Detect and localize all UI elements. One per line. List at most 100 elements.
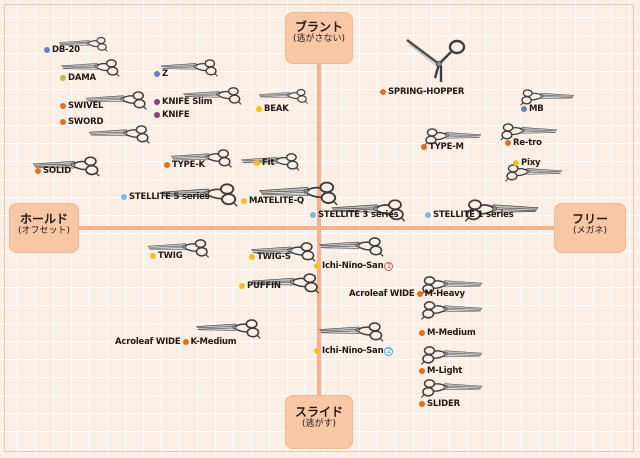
product-label-slider[interactable]: SLIDER xyxy=(419,399,460,409)
product-label-swivel[interactable]: SWIVEL xyxy=(60,101,103,111)
product-name: Re-tro xyxy=(513,138,542,148)
product-label-mb[interactable]: MB xyxy=(521,104,544,114)
product-image-dama xyxy=(60,58,120,81)
product-label-twig[interactable]: TWIG xyxy=(150,251,183,261)
product-image-m-medium xyxy=(420,300,484,324)
product-label-stellite-1[interactable]: STELLITE 1 series xyxy=(425,210,514,220)
knife-slim-scissors-icon xyxy=(182,87,242,105)
axis-top-title: ブラント xyxy=(294,20,343,34)
product-label-type-k[interactable]: TYPE-K xyxy=(164,160,205,170)
product-image-stellite-1 xyxy=(464,198,540,226)
product-category-dot xyxy=(154,99,160,105)
product-image-sword xyxy=(88,124,150,148)
m-medium-scissors-icon xyxy=(420,301,483,320)
axis-left-title: ホールド xyxy=(19,212,68,226)
product-name: M-Light xyxy=(427,366,463,376)
product-label-re-tro[interactable]: Re-tro xyxy=(505,138,542,148)
product-name: Fit xyxy=(262,158,275,168)
type-k-scissors-icon xyxy=(170,149,232,168)
product-label-spring-hopper[interactable]: SPRING-HOPPER xyxy=(380,87,464,97)
product-label-fit[interactable]: Fit xyxy=(254,158,274,168)
product-label-db-20[interactable]: DB-20 xyxy=(44,45,80,55)
type-m-scissors-icon xyxy=(424,128,482,146)
product-name: DAMA xyxy=(68,73,96,83)
product-category-dot xyxy=(419,368,425,374)
product-label-m-light[interactable]: M-Light xyxy=(419,366,462,376)
stellite-1-scissors-icon xyxy=(464,199,539,222)
twig-scissors-icon xyxy=(147,239,210,258)
product-name: KNIFE Slim xyxy=(162,97,213,107)
product-category-dot xyxy=(314,348,320,354)
stellite-3-scissors-icon xyxy=(331,199,406,222)
product-label-z[interactable]: Z xyxy=(154,69,168,79)
product-image-puffin xyxy=(250,272,320,298)
axis-label-bottom: スライド (逃がす) xyxy=(285,395,353,449)
product-label-dama[interactable]: DAMA xyxy=(60,73,96,83)
product-label-beak[interactable]: BEAK xyxy=(256,104,289,114)
product-label-sword[interactable]: SWORD xyxy=(60,117,104,127)
product-category-dot xyxy=(241,198,247,204)
mb-scissors-icon xyxy=(520,89,575,106)
m-light-scissors-icon xyxy=(420,346,483,365)
product-label-twig-s[interactable]: TWIG-S xyxy=(249,252,291,262)
product-category-dot xyxy=(380,89,386,95)
product-image-slider xyxy=(420,378,484,402)
product-name: STELLITE 3 series xyxy=(318,210,399,220)
vertical-axis xyxy=(317,55,321,405)
product-category-dot xyxy=(44,47,50,53)
product-label-solid[interactable]: SOLID xyxy=(35,166,71,176)
product-label-type-m[interactable]: TYPE-M xyxy=(421,142,464,152)
ichi-2-scissors-icon xyxy=(318,322,384,342)
product-label-stellite-5[interactable]: STELLITE 5 series xyxy=(121,192,210,202)
axis-label-top: ブラント (逃がさない) xyxy=(285,12,353,64)
axis-bottom-subtitle: (逃がす) xyxy=(301,419,337,429)
product-image-z xyxy=(160,58,218,81)
product-category-dot xyxy=(150,253,156,259)
product-label-matelite-q[interactable]: MATELITE-Q xyxy=(241,196,304,206)
product-category-dot xyxy=(249,254,255,260)
product-image-k-medium xyxy=(195,318,261,343)
product-label-knife[interactable]: KNIFE xyxy=(154,110,190,120)
product-label-pixy[interactable]: Pixy xyxy=(513,158,541,168)
product-name: M-Medium xyxy=(427,328,476,338)
product-label-m-medium[interactable]: M-Medium xyxy=(419,328,476,338)
product-category-dot xyxy=(256,106,262,112)
product-image-swivel xyxy=(85,90,147,114)
product-label-stellite-3[interactable]: STELLITE 3 series xyxy=(310,210,399,220)
z-scissors-icon xyxy=(160,59,218,77)
product-prefix: Acroleaf WIDE xyxy=(349,289,415,299)
product-category-dot xyxy=(521,106,527,112)
product-name: MB xyxy=(529,104,544,114)
product-image-db-20 xyxy=(58,36,108,56)
product-image-re-tro xyxy=(500,122,558,145)
axis-bottom-title: スライド xyxy=(294,405,343,419)
product-image-mb xyxy=(520,88,575,110)
axis-right-subtitle: (メガネ) xyxy=(572,226,608,236)
product-label-m-heavy[interactable]: Acroleaf WIDE M-Heavy xyxy=(349,289,465,299)
product-category-dot xyxy=(182,339,189,345)
product-image-twig xyxy=(146,238,210,262)
product-label-puffin[interactable]: PUFFIN xyxy=(239,281,281,291)
axis-label-right: フリー (メガネ) xyxy=(554,203,626,253)
product-category-dot xyxy=(154,112,160,118)
product-label-knife-slim[interactable]: KNIFE Slim xyxy=(154,97,212,107)
product-image-twig-s xyxy=(250,241,316,266)
product-prefix: Acroleaf WIDE xyxy=(115,337,181,347)
puffin-scissors-icon xyxy=(251,273,320,294)
product-category-dot xyxy=(419,330,425,336)
product-variant-number: 1 xyxy=(384,261,394,271)
map-frame xyxy=(4,4,634,452)
product-image-ichi-1 xyxy=(318,236,384,261)
product-category-dot xyxy=(154,71,160,77)
product-image-stellite-3 xyxy=(330,198,406,226)
product-image-beak xyxy=(258,88,308,108)
product-name: M-Heavy xyxy=(424,289,465,299)
twig-s-scissors-icon xyxy=(250,242,316,262)
re-tro-scissors-icon xyxy=(500,123,558,141)
product-name: PUFFIN xyxy=(247,281,281,291)
product-image-ichi-2 xyxy=(318,321,384,346)
